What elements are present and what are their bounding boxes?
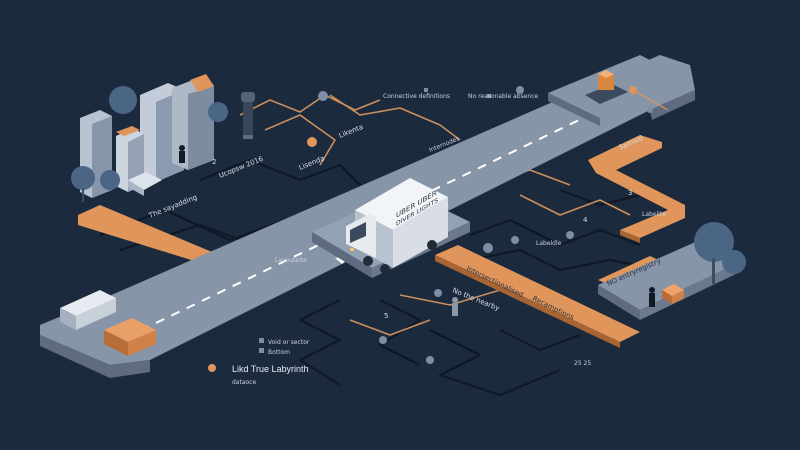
- depot-plaza: [548, 55, 690, 126]
- label-layouteite: Layouteite: [275, 257, 307, 264]
- label-number-25-25: 25 25: [574, 360, 591, 367]
- van-icon: [128, 172, 162, 196]
- label-no-the-nearby: No the nearby: [451, 286, 500, 312]
- label-number-5: 5: [384, 312, 388, 320]
- label-number-4: 4: [583, 216, 588, 224]
- legend-swatches: [259, 88, 491, 353]
- tree-icon: [71, 86, 746, 284]
- label-lisenda: Lisenda: [298, 154, 326, 172]
- label-void-or-sector: Void or sector: [268, 339, 310, 346]
- label-connective-definitions: Connective definitions: [383, 93, 450, 100]
- label-labelite: Labelite: [642, 211, 666, 218]
- delivery-truck-icon: [346, 178, 448, 274]
- label-number-3: 3: [628, 189, 632, 197]
- label-number-2: 2: [212, 158, 216, 166]
- label-dataoce: dataoce: [232, 379, 256, 386]
- orange-route-right: [588, 135, 685, 243]
- warehouse-icon: [60, 290, 116, 330]
- label-labeldle: Labeldle: [536, 240, 562, 247]
- person-icon: [179, 145, 655, 316]
- label-lokd-true-labyrinth: Likd True Labyrinth: [232, 364, 309, 374]
- label-likenta: Likenta: [338, 123, 365, 140]
- route-nodes: [208, 86, 653, 372]
- label-bottom: Bottom: [268, 349, 290, 356]
- orange-route-bottom: [435, 245, 640, 348]
- label-the-sayadding: The sayadding: [147, 193, 199, 220]
- city-buildings: [80, 74, 214, 198]
- package-icon: [662, 284, 684, 304]
- label-no-reasonable-absence: No reasonable absence: [468, 93, 539, 100]
- cargo-van-icon: [104, 318, 156, 356]
- label-ucopsw-2016: Ucopsw 2016: [218, 155, 265, 180]
- light-tower: [241, 92, 255, 139]
- robot-arm-icon: [585, 70, 669, 111]
